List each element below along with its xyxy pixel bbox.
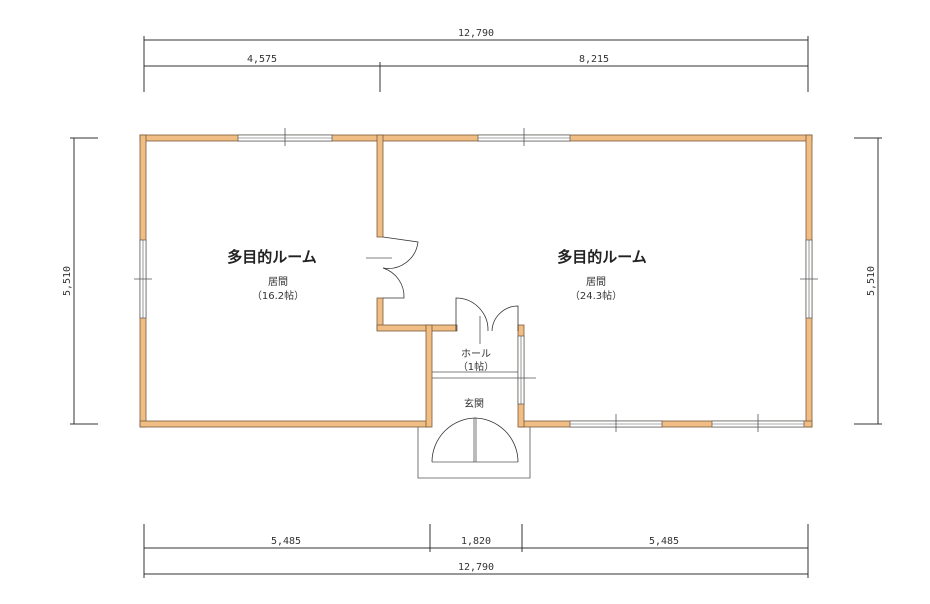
dim-right-height: 5,510 bbox=[866, 266, 877, 296]
room-left-name: 多目的ルーム bbox=[227, 248, 317, 266]
door-hall-left bbox=[455, 297, 489, 332]
room-labels: 多目的ルーム 居間 （16.2帖） 多目的ルーム 居間 （24.3帖） ホール … bbox=[227, 248, 647, 410]
room-right-sub1: 居間 bbox=[586, 276, 606, 288]
room-right-sub2: （24.3帖） bbox=[570, 289, 622, 302]
side-dimensions: 5,510 5,510 bbox=[62, 137, 882, 425]
top-dimensions: 12,790 4,575 8,215 bbox=[143, 28, 809, 92]
dim-bottom-middle: 1,820 bbox=[461, 536, 491, 547]
room-left-sub2: （16.2帖） bbox=[252, 289, 304, 302]
dim-left-height: 5,510 bbox=[62, 266, 73, 296]
door-entrance-left bbox=[431, 417, 477, 463]
door-entrance-right bbox=[473, 417, 519, 463]
hall-sub: （1帖） bbox=[458, 360, 494, 373]
wall-hall-left bbox=[425, 324, 433, 428]
door-partition-lower bbox=[382, 267, 405, 299]
door-partition-upper bbox=[382, 236, 419, 269]
dim-bottom-right: 5,485 bbox=[649, 536, 679, 547]
dim-top-total: 12,790 bbox=[458, 28, 494, 39]
wall-partition-upper bbox=[376, 134, 384, 238]
doors bbox=[366, 236, 536, 479]
dim-top-left: 4,575 bbox=[247, 54, 277, 65]
entrance-name: 玄関 bbox=[464, 397, 484, 410]
windows bbox=[134, 128, 818, 432]
hall-name: ホール bbox=[461, 348, 491, 360]
room-left-sub1: 居間 bbox=[268, 276, 288, 288]
room-right-name: 多目的ルーム bbox=[557, 248, 647, 266]
dim-bottom-left: 5,485 bbox=[271, 536, 301, 547]
wall-hall-top bbox=[376, 324, 458, 332]
bottom-dimensions: 5,485 1,820 5,485 12,790 bbox=[143, 524, 809, 578]
dim-top-right: 8,215 bbox=[579, 54, 609, 65]
entrance-step bbox=[417, 427, 531, 479]
wall-bottom-left bbox=[139, 420, 431, 428]
door-hall-right bbox=[491, 305, 519, 332]
dim-bottom-total: 12,790 bbox=[458, 562, 494, 573]
walls bbox=[139, 134, 813, 428]
